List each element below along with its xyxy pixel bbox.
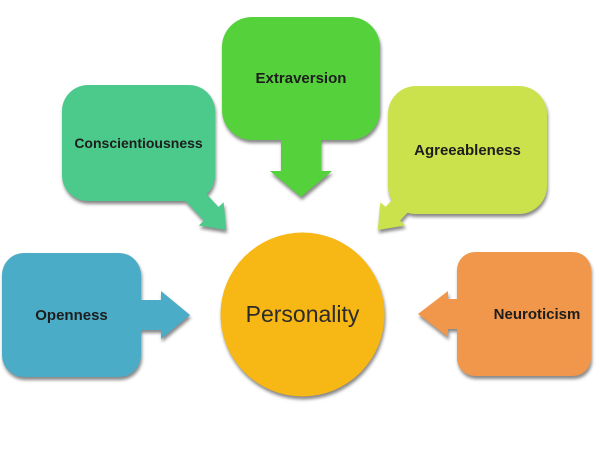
openness-arrow: [139, 291, 190, 339]
neuroticism-arrow: [418, 291, 460, 337]
neuroticism-shape: [418, 252, 591, 376]
conscientiousness-arrow: [180, 182, 227, 230]
agreeableness-arrow: [377, 182, 424, 230]
conscientiousness-shape: [62, 85, 227, 230]
extraversion-shape: [222, 17, 380, 197]
openness-box: [2, 253, 141, 377]
extraversion-arrow-stem: [281, 130, 321, 172]
extraversion-box: [222, 17, 380, 140]
personality-shape: [220, 232, 385, 397]
agreeableness-shape: [377, 86, 547, 230]
neuroticism-box: [457, 252, 591, 376]
conscientiousness-box: [62, 85, 215, 201]
personality-circle: [220, 232, 385, 397]
agreeableness-box: [388, 86, 547, 214]
openness-shape: [2, 253, 190, 377]
extraversion-arrow: [270, 171, 332, 197]
